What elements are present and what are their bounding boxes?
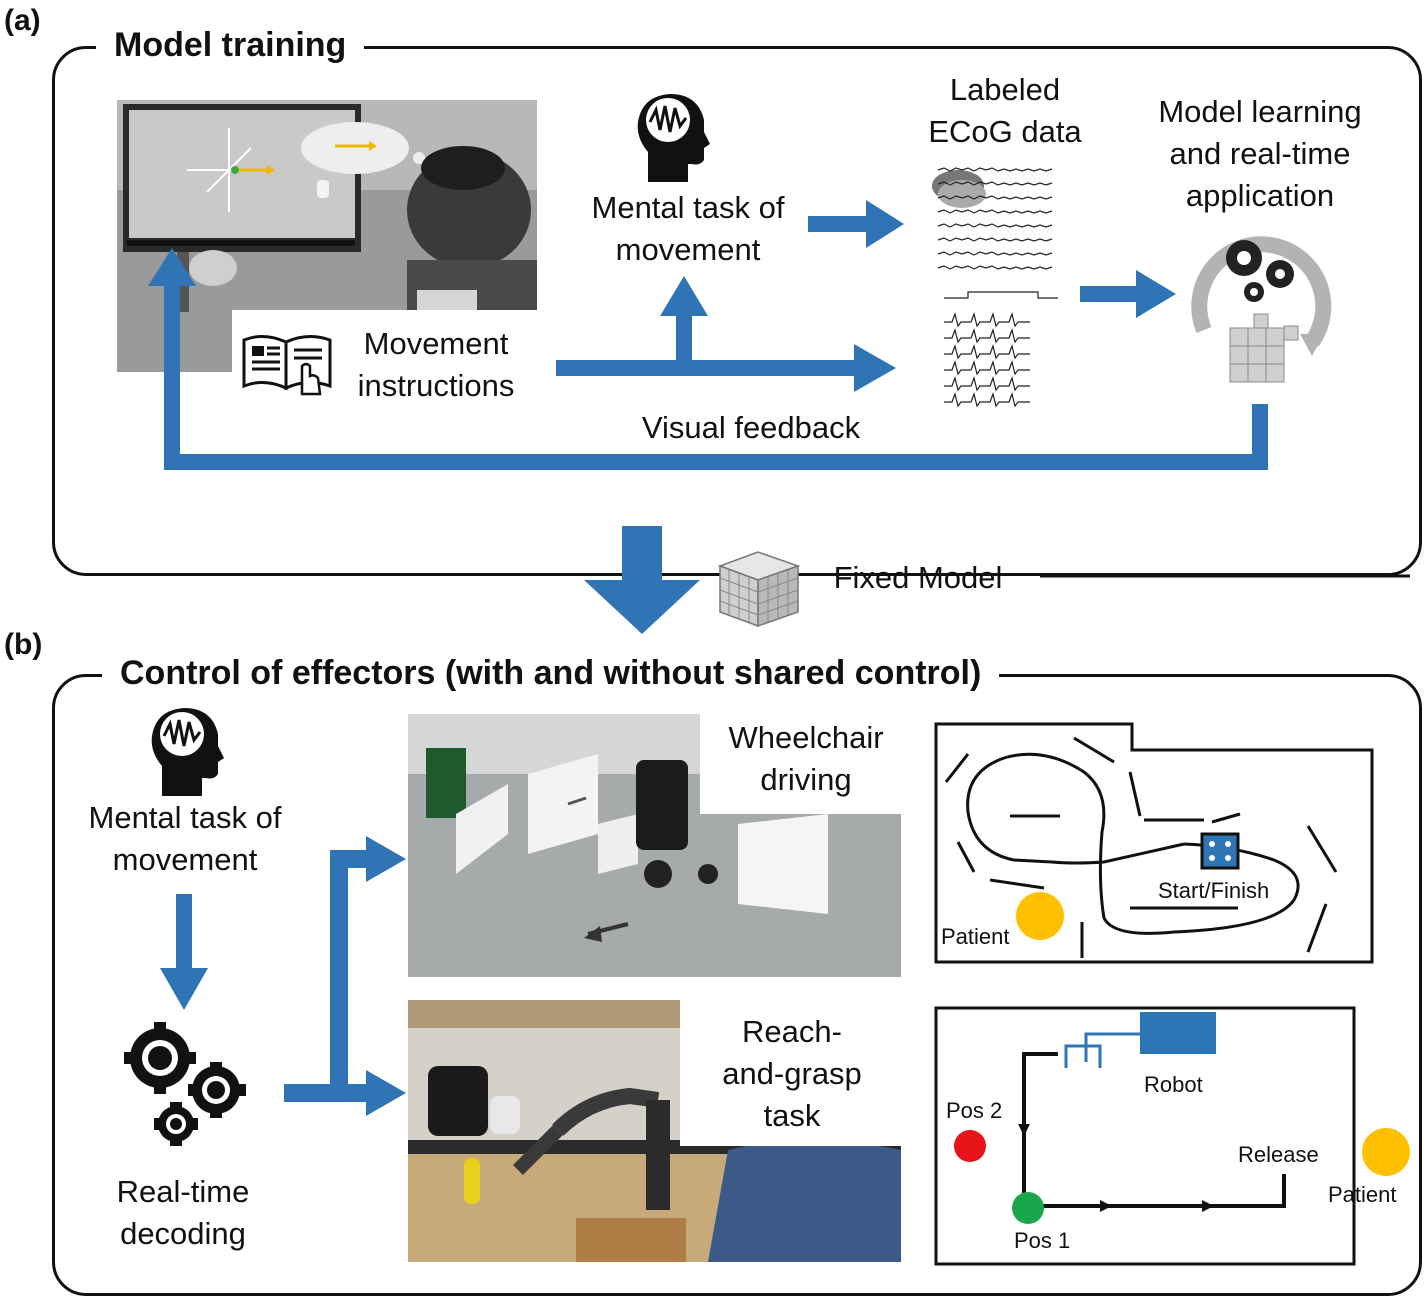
fixed-model-label: Fixed Model	[833, 560, 1003, 595]
pos2-label: Pos 2	[946, 1098, 1003, 1123]
panel-b-letter: (b)	[4, 628, 43, 661]
wheelchair-label-1: Wheelchair	[728, 720, 884, 755]
start-finish-label: Start/Finish	[1158, 878, 1270, 903]
wheelchair-label-2: driving	[760, 762, 852, 797]
ecog-traces-image	[918, 160, 1066, 416]
a-mental-task-1: Mental task of	[591, 190, 785, 225]
gears-icon	[120, 1020, 250, 1146]
instructions-label-1: Movement	[363, 326, 509, 361]
a-mental-task-2: movement	[615, 232, 761, 267]
instructions-label-2: instructions	[357, 368, 515, 403]
labeled-ecog-2: ECoG data	[928, 114, 1082, 149]
robot-label: Robot	[1144, 1072, 1203, 1097]
b-mental-task-2: movement	[112, 842, 258, 877]
labeled-ecog-1: Labeled	[949, 72, 1061, 107]
decoding-label-1: Real-time	[116, 1174, 250, 1209]
head-brain-icon-b	[148, 706, 224, 798]
panel-a-letter: (a)	[4, 4, 41, 37]
reach-label-1: Reach-	[742, 1014, 842, 1049]
b-mental-task-1: Mental task of	[88, 800, 282, 835]
map1-patient-label: Patient	[941, 924, 1010, 949]
gears-cycle-icon	[1184, 230, 1334, 390]
panel-b-title: Control of effectors (with and without s…	[102, 654, 1000, 693]
wheelchair-label-box	[700, 714, 901, 814]
reach-label-box	[680, 1000, 901, 1146]
book-hand-icon	[240, 328, 334, 396]
head-brain-icon	[634, 92, 710, 184]
map2-patient-label: Patient	[1328, 1182, 1397, 1207]
decoding-label-2: decoding	[120, 1216, 246, 1251]
reach-label-3: task	[763, 1098, 821, 1133]
wheelchair-course-map	[934, 722, 1374, 966]
release-label: Release	[1238, 1142, 1319, 1167]
visual-feedback-label: Visual feedback	[641, 410, 861, 445]
reach-label-2: and-grasp	[722, 1056, 862, 1091]
pos1-label: Pos 1	[1014, 1228, 1071, 1253]
cube-icon	[712, 548, 804, 628]
panel-a-title: Model training	[96, 26, 365, 65]
reach-grasp-map	[932, 1006, 1412, 1270]
model-learning-2: and real-time	[1169, 136, 1351, 171]
model-learning-3: application	[1185, 178, 1335, 213]
model-learning-1: Model learning	[1158, 94, 1362, 129]
